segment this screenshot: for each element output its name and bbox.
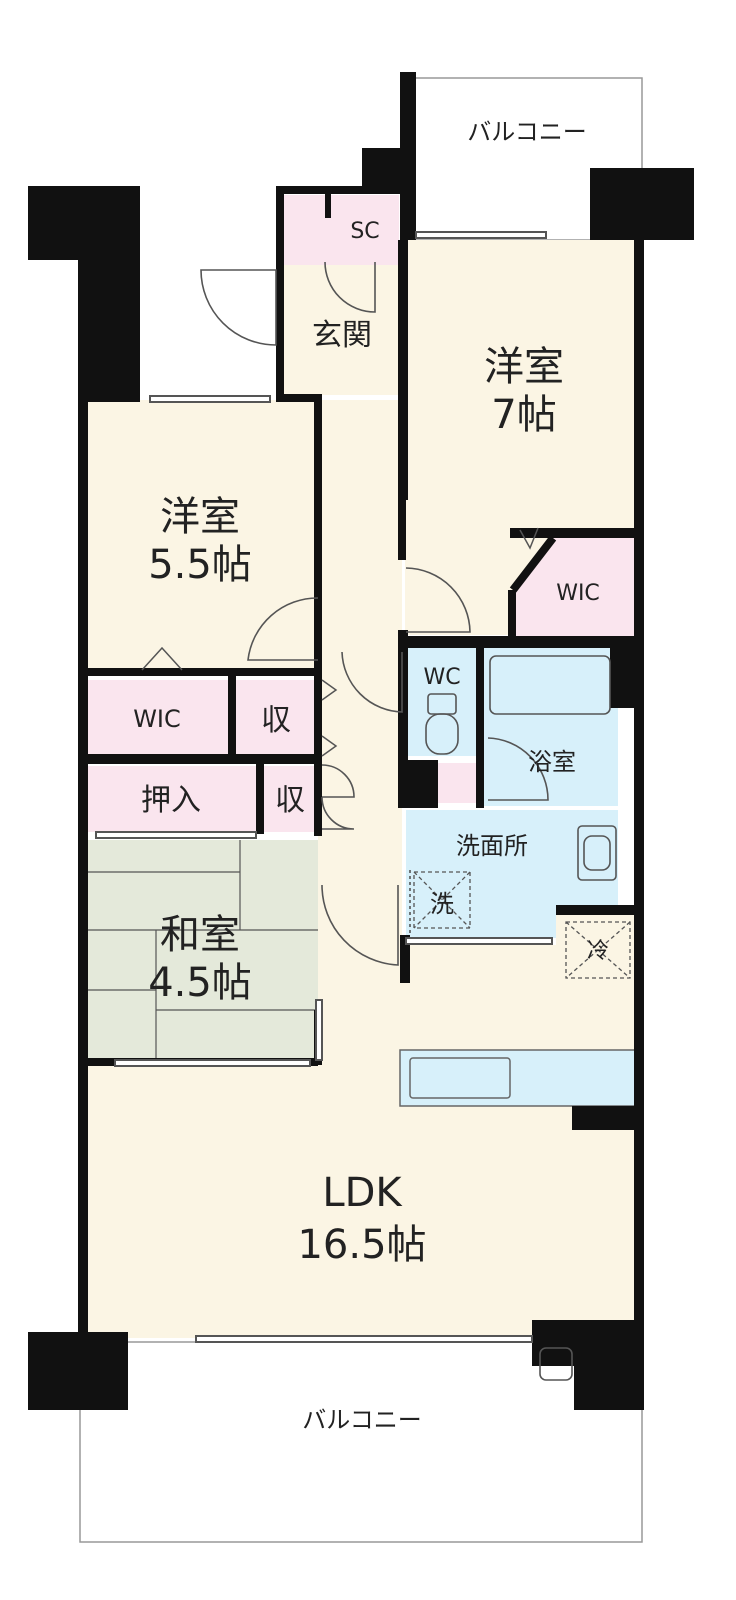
washroom-label: 洗面所	[456, 832, 528, 860]
wic-right-label: WIC	[556, 581, 600, 606]
storage-b-label: 収	[275, 783, 305, 818]
fridge-label: 冷	[587, 939, 609, 964]
wic-left-area	[86, 680, 228, 754]
wc-area	[406, 648, 480, 756]
genkan-area	[283, 265, 399, 395]
ldk-name: LDK	[322, 1170, 403, 1216]
wic-diagonal-wall	[509, 535, 557, 593]
genkan-label: 玄関	[312, 318, 372, 353]
western55-name: 洋室	[160, 494, 240, 540]
balcony-bottom-label: バルコニー	[302, 1406, 422, 1434]
bath-area	[484, 648, 618, 806]
tatami-area	[86, 840, 318, 1058]
western7-name: 洋室	[484, 344, 564, 390]
folding-door-markers	[141, 527, 539, 757]
balcony-bottom-area	[79, 1341, 643, 1543]
sc-area	[283, 195, 399, 265]
hallway-area	[318, 400, 402, 985]
balcony-top-label: バルコニー	[467, 118, 587, 146]
washroom-closet	[437, 763, 477, 803]
oshiire-area	[86, 766, 256, 832]
ldk-size: 16.5帖	[297, 1222, 426, 1268]
washer-label: 洗	[430, 890, 454, 918]
oshiire-label: 押入	[141, 783, 201, 818]
walls	[28, 72, 694, 1410]
door-swings	[200, 261, 549, 966]
wic-left-label: WIC	[133, 705, 181, 733]
bath-label: 浴室	[528, 748, 576, 776]
storage-a-area	[235, 680, 318, 754]
western55-area	[86, 400, 318, 670]
storage-b-area	[263, 766, 318, 832]
western7-size: 7帖	[491, 392, 556, 438]
tatami-lines	[86, 840, 318, 1058]
washitsu-size: 4.5帖	[148, 960, 252, 1006]
storage-a-label: 収	[261, 703, 291, 738]
ldk-area	[86, 915, 637, 1338]
windows	[95, 231, 553, 1343]
wic-right-area	[513, 538, 637, 640]
western55-size: 5.5帖	[148, 542, 252, 588]
wc-label: WC	[423, 665, 460, 690]
kitchen-sink	[409, 1057, 511, 1099]
fixtures	[409, 655, 617, 1381]
washitsu-name: 和室	[160, 912, 240, 958]
appliance-spaces	[413, 871, 631, 979]
sc-label: SC	[350, 219, 379, 244]
